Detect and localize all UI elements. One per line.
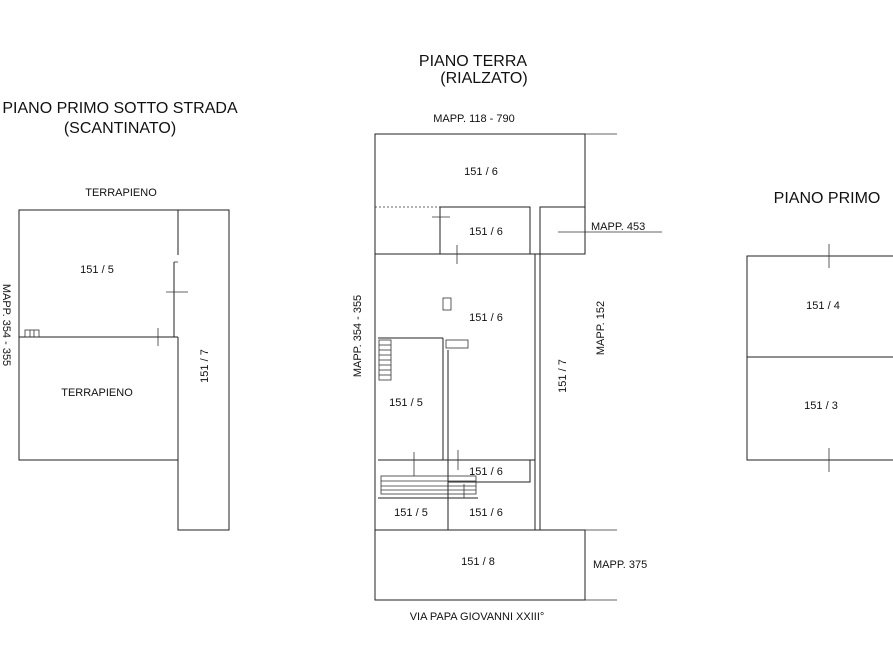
- ground-top-label: MAPP. 118 - 790: [433, 113, 515, 125]
- basement-top-label: TERRAPIENO: [85, 187, 157, 199]
- ground-plan: PIANO TERRA (RIALZATO) MAPP. 118 - 790 M…: [352, 53, 662, 623]
- ground-small-room: [447, 459, 531, 483]
- ground-room-label: 151 / 6: [469, 312, 503, 324]
- first-floor-outline: [746, 255, 893, 461]
- ground-bottom-label: VIA PAPA GIOVANNI XXIII°: [410, 611, 545, 623]
- ground-room-label: 151 / 5: [394, 507, 428, 519]
- first-floor-title: PIANO PRIMO: [774, 190, 881, 207]
- ground-stair-symbol: [445, 339, 469, 349]
- ground-room-label: 151 / 5: [389, 397, 423, 409]
- basement-room-label: 151 / 7: [199, 349, 211, 383]
- basement-outline: [18, 209, 230, 531]
- ground-street-room: [374, 529, 586, 601]
- basement-side-label: MAPP. 354 - 355: [0, 284, 12, 366]
- basement-room-label: 151 / 5: [80, 264, 114, 276]
- ground-right-label: MAPP. 152: [595, 301, 607, 355]
- ground-small-room: [439, 206, 531, 255]
- ground-right-label: MAPP. 375: [593, 559, 647, 571]
- basement-title: PIANO PRIMO SOTTO STRADA: [2, 100, 238, 117]
- ground-left-label: MAPP. 354 - 355: [352, 295, 364, 377]
- ground-room-label: 151 / 7: [557, 359, 569, 393]
- ground-room-label: 151 / 6: [464, 166, 498, 178]
- ground-room-label: 151 / 6: [469, 466, 503, 478]
- basement-subtitle: (SCANTINATO): [64, 120, 176, 137]
- basement-stair-symbol: [24, 329, 40, 338]
- first-floor-room-label: 151 / 4: [806, 300, 840, 312]
- first-floor-plan: PIANO PRIMO 151 / 4 151 / 3: [746, 190, 893, 472]
- ground-room-label: 151 / 6: [469, 226, 503, 238]
- basement-room-label: TERRAPIENO: [61, 387, 133, 399]
- ground-title: PIANO TERRA: [419, 53, 528, 70]
- ground-right-label: MAPP. 453: [591, 221, 645, 233]
- basement-plan: PIANO PRIMO SOTTO STRADA (SCANTINATO) TE…: [0, 100, 238, 531]
- ground-stair-symbol: [442, 297, 452, 311]
- ground-stair-lower: [380, 452, 477, 498]
- first-floor-room-label: 151 / 3: [804, 400, 838, 412]
- ground-room-label: 151 / 6: [469, 507, 503, 519]
- ground-small-room: [539, 206, 586, 255]
- ground-stair-upper: [378, 339, 392, 381]
- ground-subtitle: (RIALZATO): [440, 70, 527, 87]
- ground-room-label: 151 / 8: [461, 556, 495, 568]
